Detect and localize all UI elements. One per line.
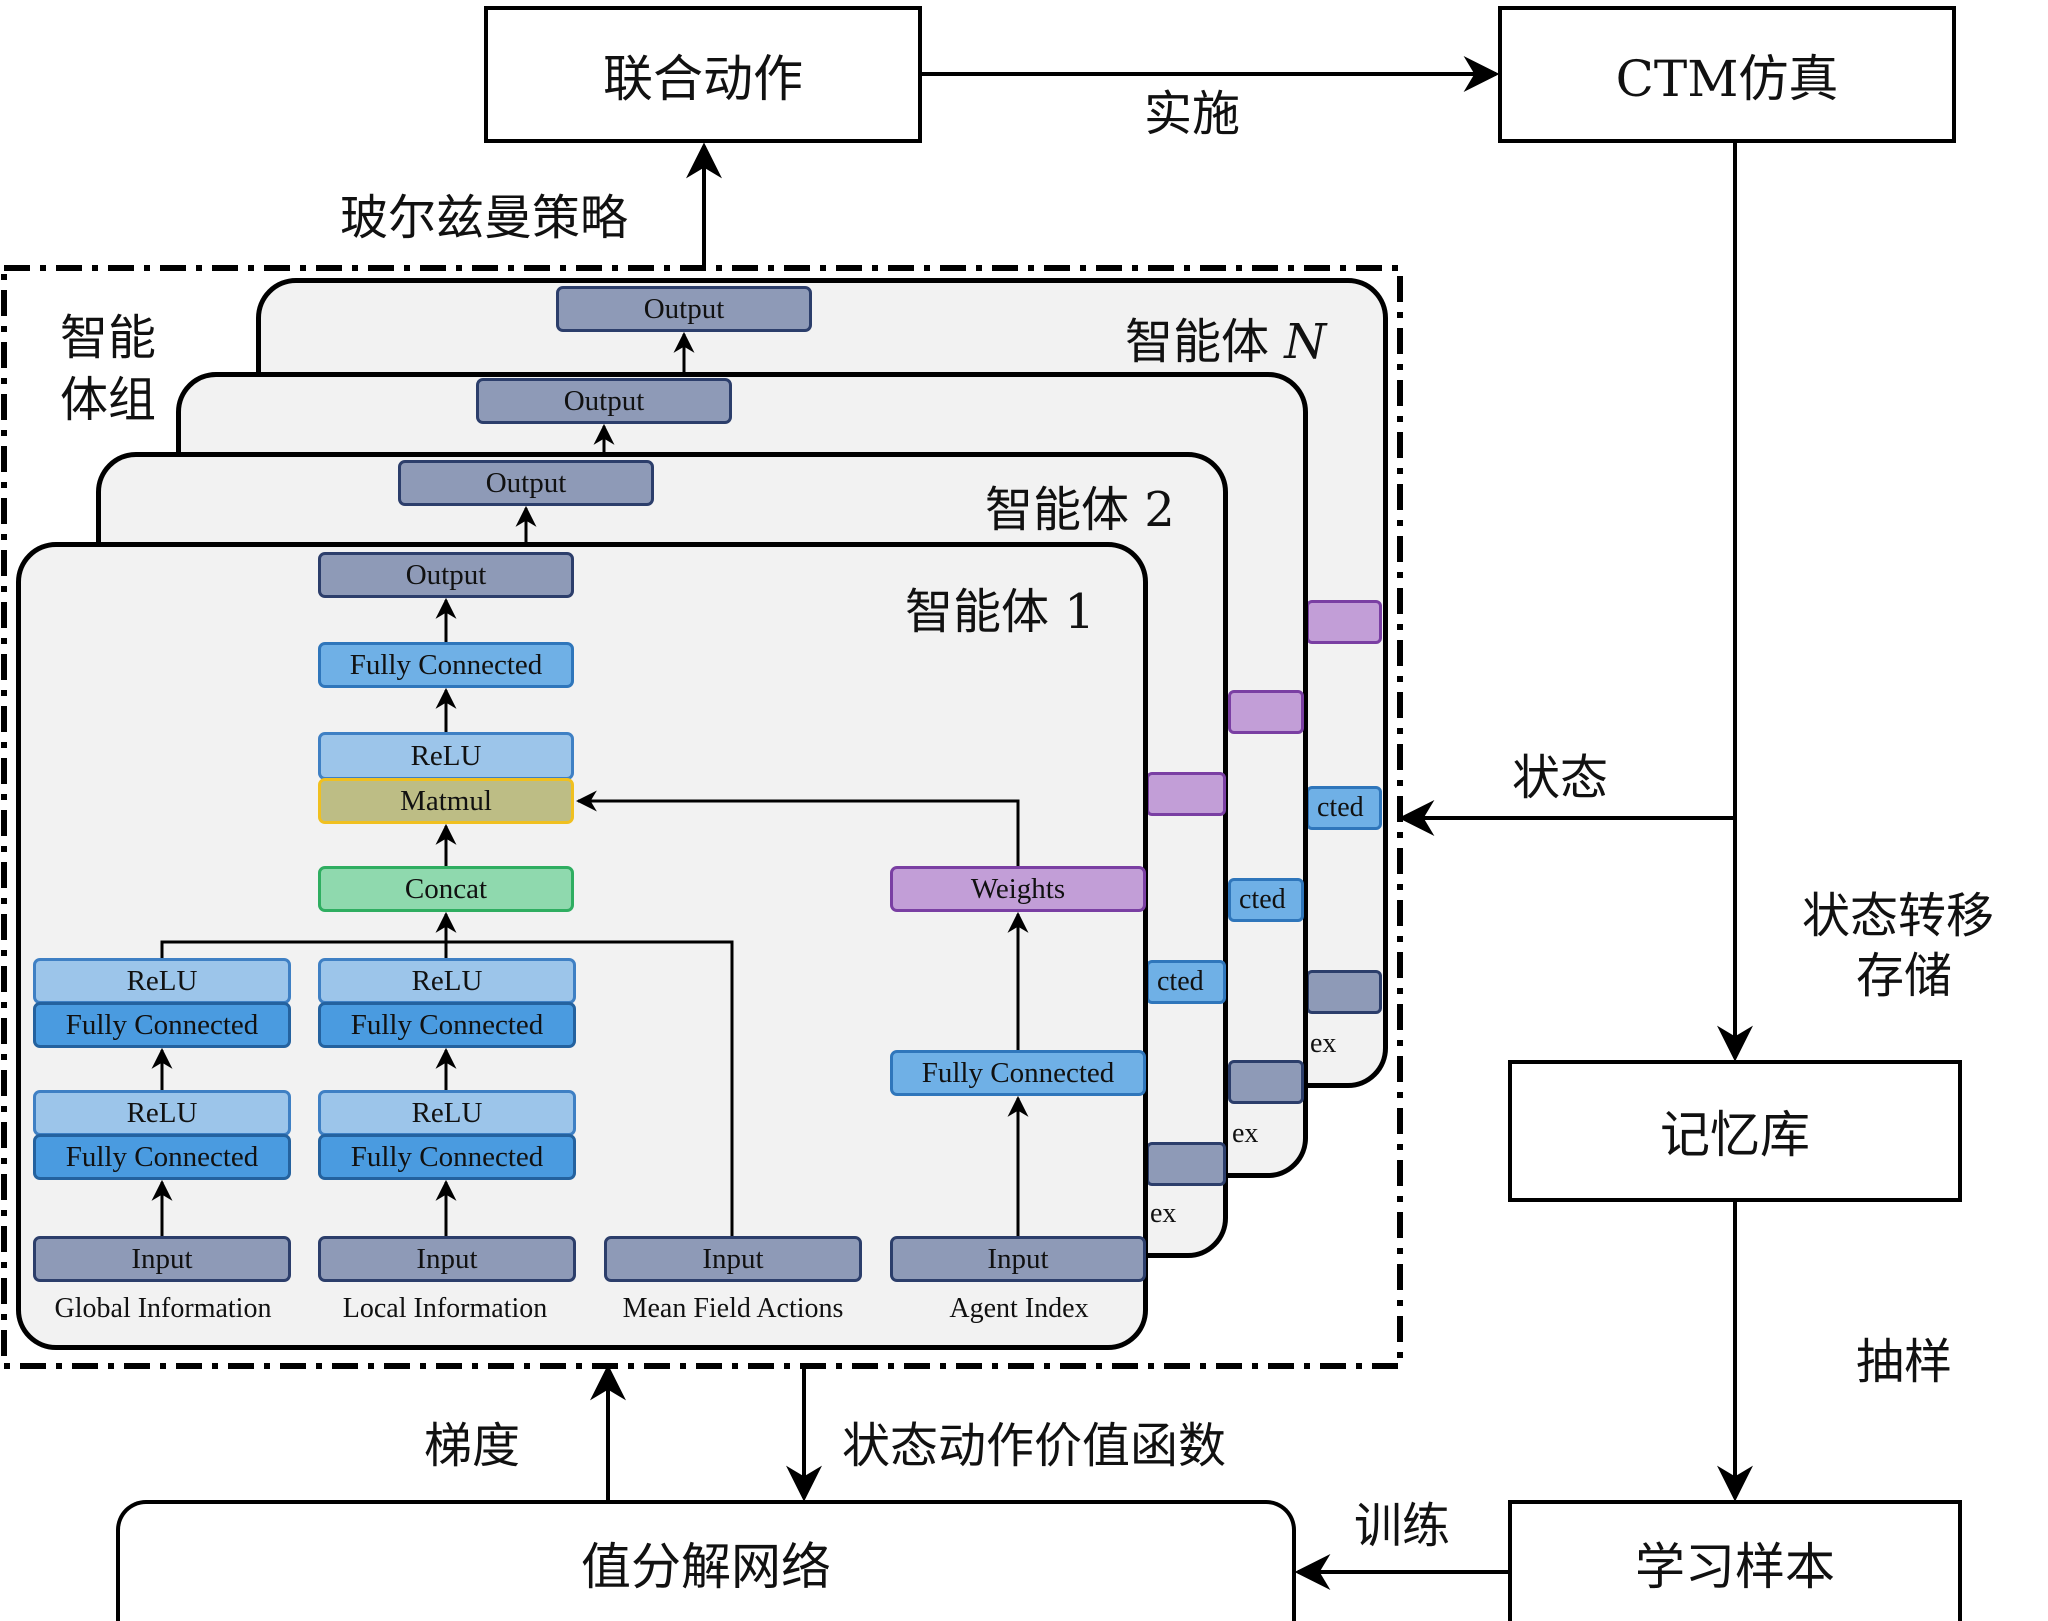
q-function-label: 状态动作价值函数 <box>842 1418 1227 1474</box>
agent-1-top-fully-connected: Fully Connected <box>318 642 574 688</box>
memory-label: 记忆库 <box>1660 1106 1810 1164</box>
mean-field-caption: Mean Field Actions <box>622 1293 844 1324</box>
ctm-sim-box: CTM仿真 <box>1498 6 1956 143</box>
agent-n-title-prefix: 智能体 <box>1125 314 1285 370</box>
sampling-label: 抽样 <box>1856 1334 1953 1390</box>
agent-1-weights: Weights <box>890 866 1146 912</box>
local-input: Input <box>318 1236 576 1282</box>
agent-3-weights-fragment <box>1228 690 1304 734</box>
agent-2-output: Output <box>398 460 654 506</box>
local-relu-upper: ReLU <box>318 958 576 1004</box>
agent-2-fc-fragment: cted <box>1146 960 1226 1004</box>
agent-2-input-fragment <box>1146 1142 1226 1186</box>
agent-3-input-fragment <box>1228 1060 1304 1104</box>
agent-1-output: Output <box>318 552 574 598</box>
local-fc-lower: Fully Connected <box>318 1134 576 1180</box>
agent-1-matmul: Matmul <box>318 778 574 824</box>
agent-3-output: Output <box>476 378 732 424</box>
agent-card-1 <box>16 542 1148 1350</box>
agent-index-fully-connected: Fully Connected <box>890 1050 1146 1096</box>
samples-label: 学习样本 <box>1635 1537 1835 1596</box>
agent-1-concat: Concat <box>318 866 574 912</box>
agent-group-frame <box>1 265 1403 1369</box>
agent-group-label-1: 智能 <box>60 310 157 366</box>
agent-n-title-suffix: N <box>1284 314 1327 370</box>
agent-index-caption: Agent Index <box>949 1293 1089 1324</box>
mean-field-input: Input <box>604 1236 862 1282</box>
train-label: 训练 <box>1354 1498 1451 1554</box>
local-relu-lower: ReLU <box>318 1090 576 1136</box>
global-info-caption: Global Information <box>54 1293 272 1324</box>
global-fc-lower: Fully Connected <box>33 1134 291 1180</box>
transition-label-2: 存储 <box>1856 948 1953 1004</box>
agent-group-label-2: 体组 <box>60 372 157 428</box>
implement-label: 实施 <box>1144 86 1241 142</box>
agent-n-caption-fragment: ex <box>1310 1028 1337 1059</box>
agent-index-input: Input <box>890 1236 1146 1282</box>
agent-2-weights-fragment <box>1146 772 1226 816</box>
agent-n-fc-fragment: cted <box>1306 786 1382 830</box>
agent-1-title: 智能体 1 <box>905 584 1095 640</box>
agent-3-fc-fragment: cted <box>1228 878 1304 922</box>
boltzmann-label: 玻尔兹曼策略 <box>340 190 629 246</box>
agent-3-caption-fragment: ex <box>1232 1118 1259 1149</box>
transition-label-1: 状态转移 <box>1802 888 1995 944</box>
memory-box: 记忆库 <box>1508 1060 1962 1202</box>
global-input: Input <box>33 1236 291 1282</box>
state-label: 状态 <box>1512 750 1609 806</box>
agent-1-top-relu: ReLU <box>318 732 574 780</box>
agent-2-title: 智能体 2 <box>985 482 1175 538</box>
joint-action-label: 联合动作 <box>603 49 803 108</box>
global-relu-upper: ReLU <box>33 958 291 1004</box>
agent-n-output: Output <box>556 286 812 332</box>
local-fc-upper: Fully Connected <box>318 1002 576 1048</box>
agent-n-title: 智能体 N <box>1125 302 1326 372</box>
agent-n-weights-fragment <box>1306 600 1382 644</box>
gradient-label: 梯度 <box>424 1418 521 1474</box>
agent-2-caption-fragment: ex <box>1150 1198 1177 1229</box>
value-decomposition-label: 值分解网络 <box>581 1537 831 1596</box>
samples-box: 学习样本 <box>1508 1500 1962 1621</box>
joint-action-box: 联合动作 <box>484 6 922 143</box>
arrow-weights-to-matmul <box>575 790 1020 866</box>
local-info-caption: Local Information <box>342 1293 548 1324</box>
ctm-sim-label: CTM仿真 <box>1615 49 1839 108</box>
value-decomposition-box: 值分解网络 <box>116 1500 1296 1621</box>
global-fc-upper: Fully Connected <box>33 1002 291 1048</box>
